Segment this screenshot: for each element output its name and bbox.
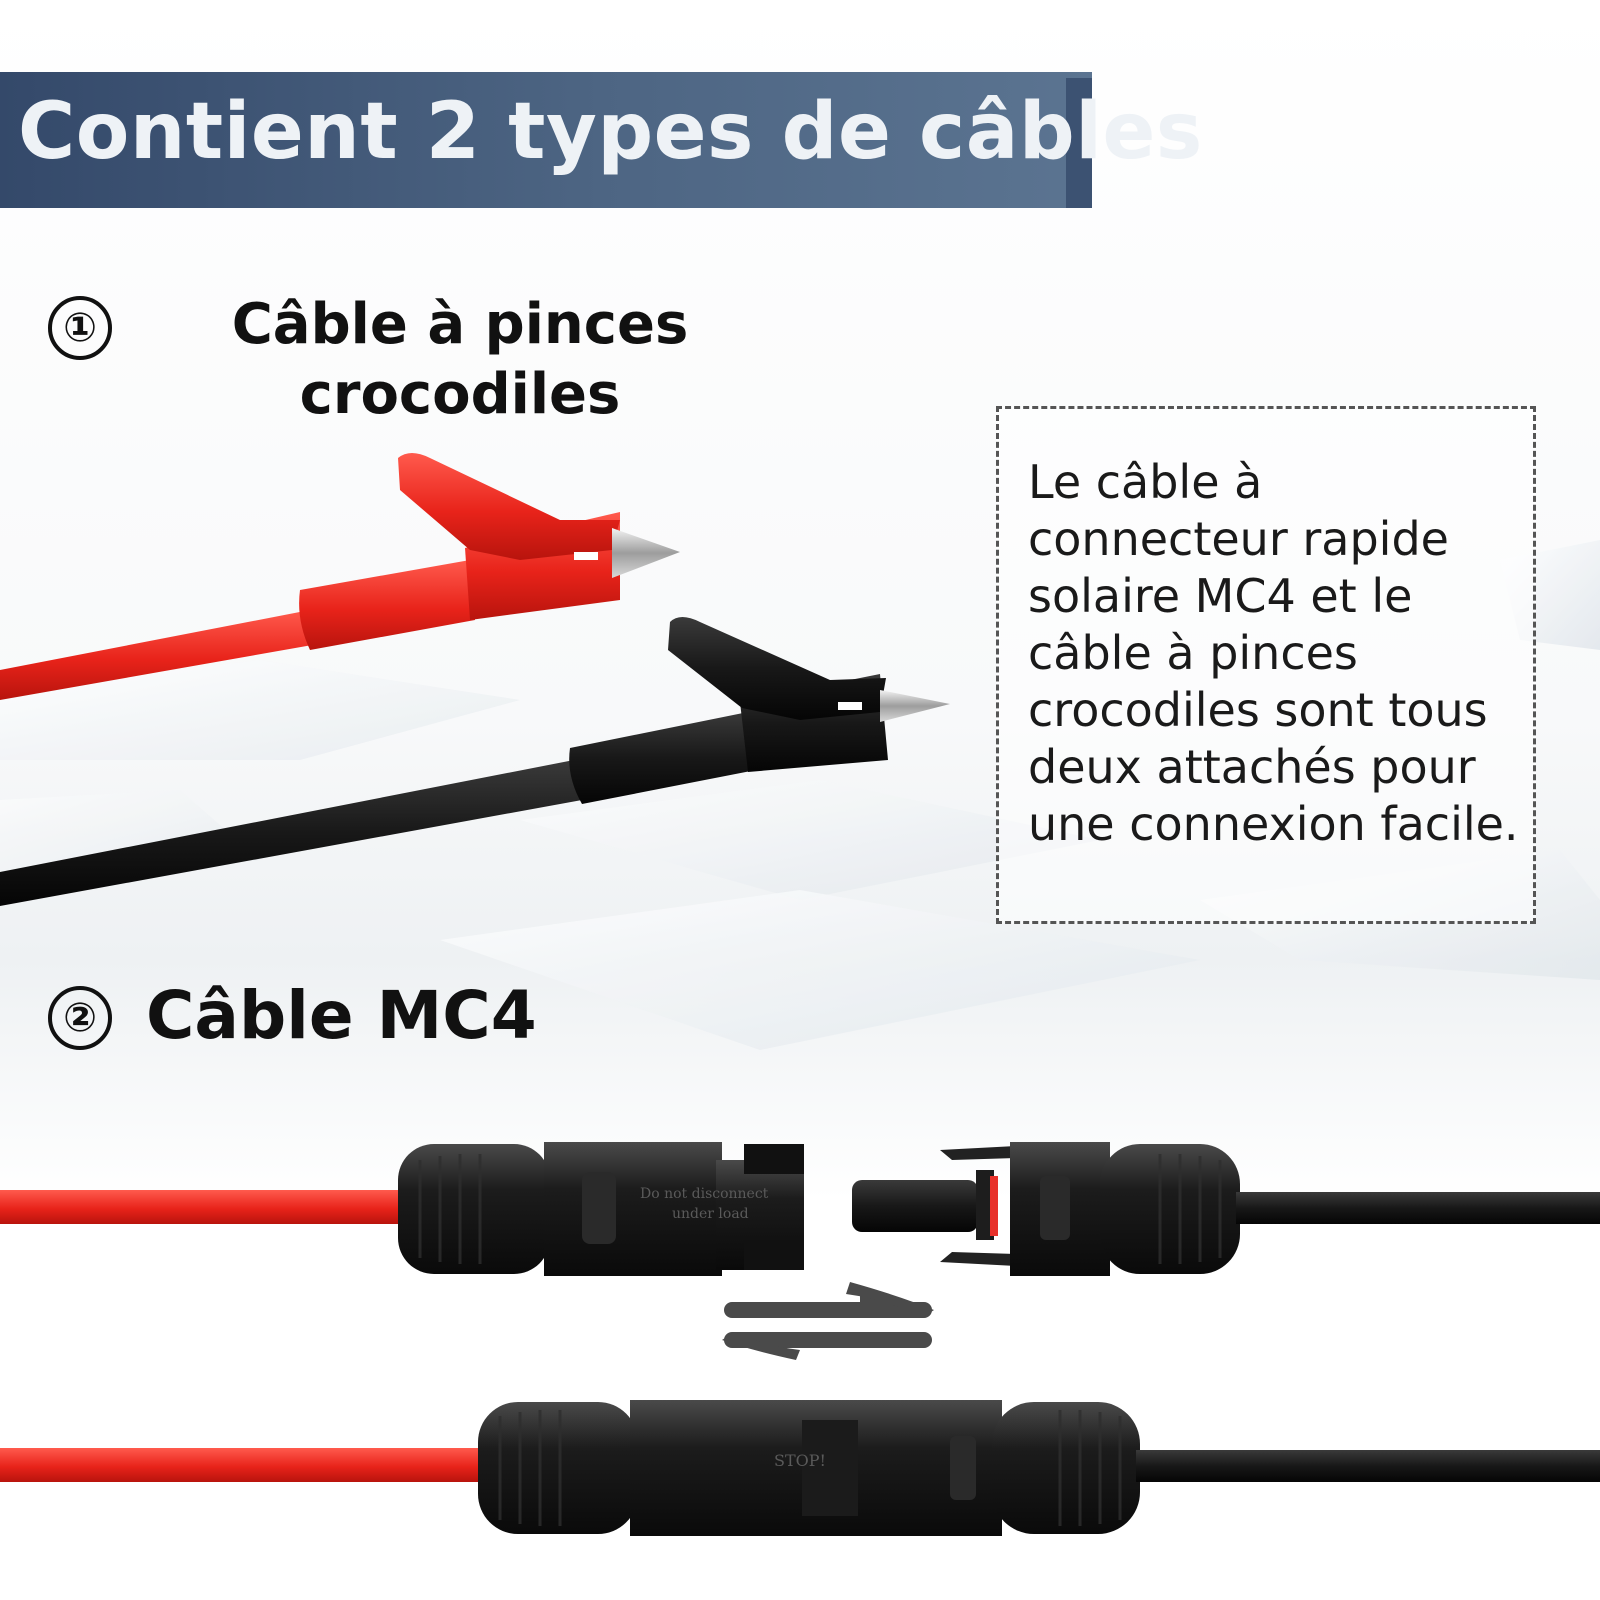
mc4-coupled-connector-icon: STOP! [0,1400,1600,1536]
mc4-female-connector-icon: Do not disconnect under load [0,1142,804,1276]
alligator-clip-red-icon [0,453,680,700]
description-text: Le câble à connecteur rapide solaire MC4… [1028,455,1519,851]
section1-number-badge: ① [48,296,112,360]
section2-number-badge: ② [48,986,112,1050]
section1-title-line1: Câble à pinces [231,292,689,357]
female-connector-label: Do not disconnect [640,1186,769,1202]
description-box [996,406,1536,924]
section2-title: Câble MC4 [146,977,537,1054]
title-banner-edge [1066,78,1092,208]
bidirectional-arrows-icon [722,1282,934,1360]
section1-title-line2: crocodiles [299,362,621,427]
alligator-clip-black-icon [0,617,950,906]
banner-title: Contient 2 types de câbles [18,87,1203,177]
title-banner [0,72,1092,208]
mc4-male-connector-icon [852,1142,1600,1276]
section1-title: Câble à pinces crocodiles [200,290,720,430]
coupled-connector-label: STOP! [774,1451,826,1470]
female-connector-label-line2: under load [672,1206,749,1222]
